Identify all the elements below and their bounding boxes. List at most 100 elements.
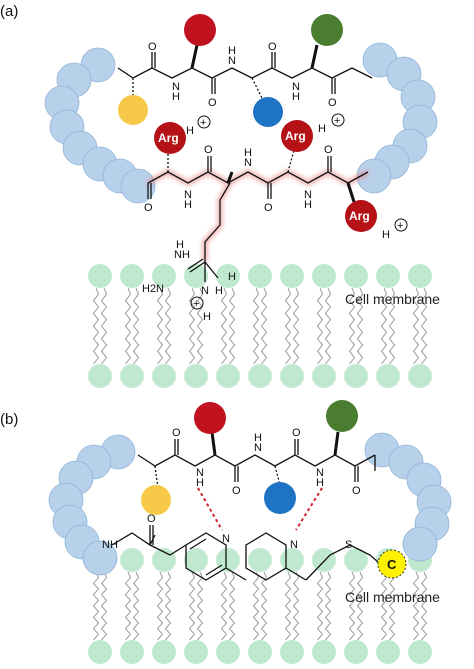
lipid-head	[184, 364, 208, 388]
blue-residue-b	[264, 482, 296, 514]
lipid-tail	[252, 287, 260, 365]
red-residue-b	[194, 402, 226, 434]
atom-o: O	[147, 513, 156, 525]
cargo-c-b: C	[377, 549, 407, 579]
atom-h: H	[228, 271, 236, 283]
atom-h2n: H2N	[142, 283, 164, 295]
lipid-tail	[412, 287, 420, 365]
lipid-head	[376, 264, 400, 288]
atom-nh: NH	[102, 539, 118, 551]
atom-o: O	[328, 97, 337, 109]
ring-bead	[120, 168, 156, 204]
atom-h: H	[304, 199, 312, 211]
macrocycle-ring-b	[48, 432, 452, 576]
lipid-tail	[292, 571, 300, 641]
lipid-head	[216, 364, 240, 388]
lipid-head	[344, 640, 368, 664]
lipid-tail	[324, 571, 332, 641]
lipid-tail	[228, 287, 236, 365]
atom-n: N	[184, 189, 192, 201]
atom-n: N	[196, 467, 204, 479]
atom-n: N	[316, 467, 324, 479]
arg-label: Arg	[158, 131, 179, 145]
charge-sign: +	[397, 220, 403, 232]
ring-bead	[82, 540, 118, 576]
panel-b-label: (b)	[0, 411, 18, 428]
lipid-head	[120, 364, 144, 388]
arg-backbone-atoms-a: O N H O N H O N H O NH H H2N N H H H +	[142, 144, 333, 323]
charge-sign: +	[200, 117, 206, 129]
positive-charge-icon	[190, 296, 204, 310]
lipid-tail	[100, 287, 108, 365]
lipid-head	[152, 640, 176, 664]
lipid-tail	[252, 571, 260, 641]
atom-h: H	[176, 239, 184, 251]
atom-o: O	[292, 427, 301, 439]
lipid-tail	[196, 287, 204, 365]
lipid-tail	[124, 287, 132, 365]
cell-membrane-label-b: Cell membrane	[345, 589, 440, 605]
lipid-tail	[92, 571, 100, 641]
atom-h: H	[203, 311, 211, 323]
atom-n: N	[254, 442, 262, 454]
lipid-tail	[220, 571, 228, 641]
lipid-tail	[316, 287, 324, 365]
atom-s: S	[345, 539, 352, 551]
lipid-head	[248, 640, 272, 664]
positive-charge-icon	[331, 113, 345, 127]
lipid-tail	[380, 571, 388, 641]
atom-h: H	[184, 199, 192, 211]
lipid-tail	[324, 287, 332, 365]
lipid-head	[120, 548, 144, 572]
atom-o: O	[352, 485, 361, 497]
lipid-head	[280, 264, 304, 288]
proton-label: H	[318, 123, 326, 135]
lipid-tail	[220, 287, 228, 365]
lipid-head	[280, 548, 304, 572]
lipid-head	[312, 548, 336, 572]
lipid-tail	[316, 571, 324, 641]
lipid-head	[312, 640, 336, 664]
atom-n: N	[172, 81, 180, 93]
arg-residue-2-a: Arg H +	[281, 113, 345, 152]
atom-o: O	[264, 202, 273, 214]
lipid-head	[248, 264, 272, 288]
yellow-residue-a	[118, 95, 148, 125]
red-residue-a	[184, 14, 216, 46]
lipid-tail	[92, 287, 100, 365]
positive-charge-icon	[394, 218, 408, 232]
lipid-head	[88, 364, 112, 388]
atom-h: H	[244, 147, 252, 159]
atom-h: H	[316, 477, 324, 489]
lipid-head	[280, 364, 304, 388]
lipid-tail	[380, 287, 388, 365]
lipid-head	[184, 548, 208, 572]
charge-sign: +	[334, 115, 340, 127]
lipid-head	[312, 364, 336, 388]
lipid-head	[408, 364, 432, 388]
atom-o: O	[204, 144, 213, 156]
lipid-tail	[388, 571, 396, 641]
lipid-bilayer-a	[88, 264, 432, 388]
atom-o: O	[208, 97, 217, 109]
atom-h: H	[228, 45, 236, 57]
linker-atoms-b: NH O N N S	[102, 513, 352, 551]
lipid-head	[376, 640, 400, 664]
ring-bead	[402, 526, 438, 562]
lipid-head	[88, 640, 112, 664]
lipid-head	[312, 264, 336, 288]
lipid-tail	[420, 287, 428, 365]
lipid-tail	[228, 571, 236, 641]
lipid-head	[216, 264, 240, 288]
atom-o: O	[232, 485, 241, 497]
lipid-tail	[164, 571, 172, 641]
atom-o: O	[144, 202, 153, 214]
green-residue-a	[311, 14, 343, 46]
lipid-head	[216, 640, 240, 664]
lipid-tail	[348, 287, 356, 365]
lipid-tail	[348, 571, 356, 641]
lipid-tail	[420, 571, 428, 641]
lipid-head	[408, 264, 432, 288]
panel-a-label: (a)	[0, 3, 18, 20]
